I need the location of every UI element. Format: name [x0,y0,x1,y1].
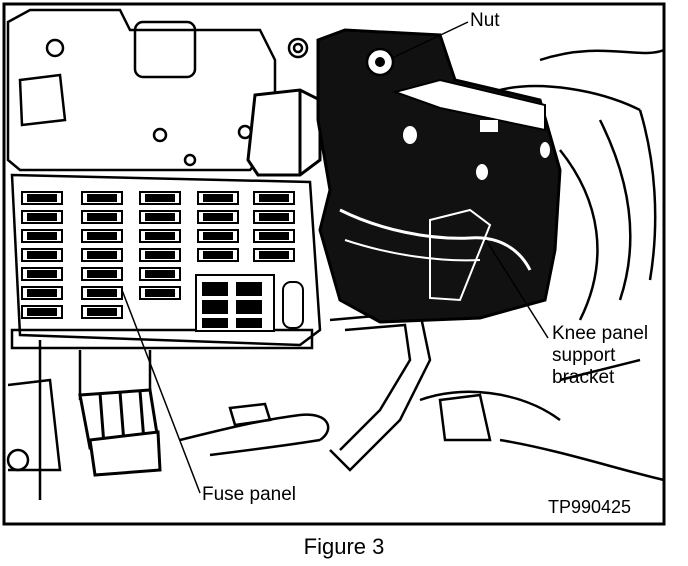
fuse-slot-contact [145,213,175,221]
fuse-slot-contact [87,270,117,278]
fuse-slots [21,191,295,319]
connector-block [78,388,162,477]
label-knee-line3: bracket [552,367,615,388]
fuse-slot-contact [145,251,175,259]
figure-code: TP990425 [548,497,632,517]
fuse-slot-contact [259,213,289,221]
fuse-slot-contact [27,232,57,240]
fuse-slot-contact [87,308,117,316]
fuse-slot-contact [203,194,233,202]
fuse-slot-contact [27,213,57,221]
fuse-slot-contact [27,270,57,278]
label-nut: Nut [470,10,500,31]
knee-panel-bracket [316,28,562,324]
fuse-slot-contact [27,289,57,297]
relay-slots [195,274,304,332]
fuse-slot-contact [203,251,233,259]
fuse-slot-contact [27,251,57,259]
relay-block [246,88,322,177]
fuse-slot-contact [87,213,117,221]
fuse-slot-contact [27,308,57,316]
fuse-slot-contact [27,194,57,202]
fuse-slot-contact [87,289,117,297]
label-knee-panel-support-bracket: Knee panel support bracket [552,323,648,389]
fuse-slot-contact [259,251,289,259]
fuse-slot-contact [259,232,289,240]
fuse-slot-contact [259,194,289,202]
fuse-slot-contact [145,270,175,278]
fuse-slot-contact [87,194,117,202]
dash-panel [6,8,309,172]
label-fuse-panel: Fuse panel [202,484,297,505]
leader-lines [121,21,549,494]
fuse-slot-contact [87,232,117,240]
right-harness [499,48,665,321]
label-knee-line2: support [552,345,616,366]
fuse-slot-contact [145,194,175,202]
fuse-slot-contact [145,289,175,297]
fuse-slot-contact [203,232,233,240]
fuse-slot-contact [145,232,175,240]
label-knee-line1: Knee panel [552,323,649,344]
fuse-slot-contact [203,213,233,221]
fuse-slot-contact [87,251,117,259]
figure-caption: Figure 3 [303,534,385,559]
